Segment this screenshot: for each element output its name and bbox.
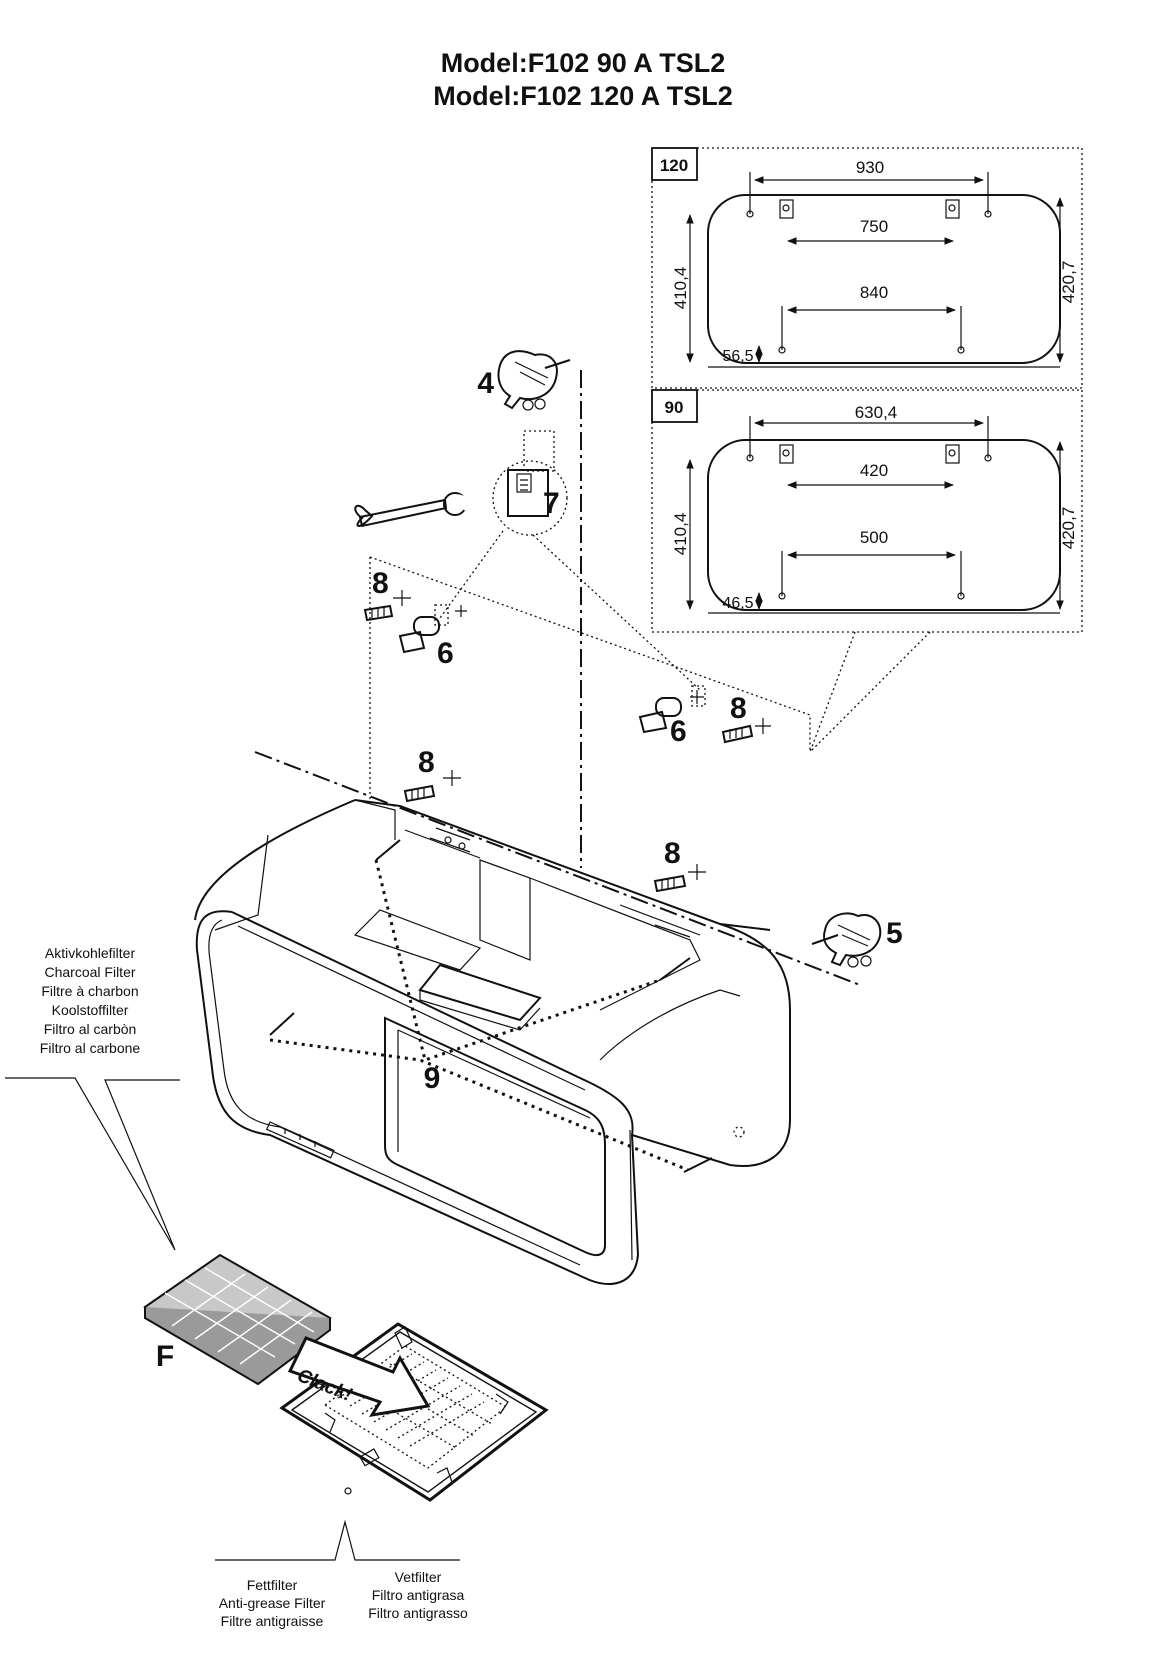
callout-7: 7 (543, 487, 560, 520)
dim-90-410-4: 410,4 (671, 513, 690, 556)
bracket-detail-7 (492, 430, 568, 536)
drill-hand-icon-5 (811, 912, 882, 968)
dim-120-750: 750 (860, 217, 888, 236)
grease-label-de: Fettfilter (247, 1577, 298, 1593)
charcoal-label-nl: Koolstoffilter (52, 1002, 129, 1018)
callout-5: 5 (886, 917, 903, 950)
dim-120-930: 930 (856, 158, 884, 177)
charcoal-label-en: Charcoal Filter (44, 964, 135, 980)
dim-120-56-5: 56,5 (722, 348, 753, 365)
grease-label-es: Filtro antigrasa (372, 1587, 465, 1603)
dim-120-420-7: 420,7 (1059, 261, 1078, 304)
dim-90-420: 420 (860, 461, 888, 480)
callout-6-left: 6 (437, 637, 454, 670)
charcoal-label-de: Aktivkohlefilter (45, 945, 136, 961)
charcoal-label-it: Filtro al carbone (40, 1040, 141, 1056)
wall-template-outline (369, 556, 811, 752)
callout-9: 9 (424, 1062, 441, 1095)
callout-8-a: 8 (372, 567, 389, 600)
template-panel-120: 120 930 750 840 410,4 420,7 56,5 (651, 147, 1083, 389)
title-model-120: Model:F102 120 A TSL2 (433, 81, 733, 111)
charcoal-filter-labels: Aktivkohlefilter Charcoal Filter Filtre … (40, 945, 141, 1056)
screw-lines-9 (269, 839, 713, 1173)
grease-leader-line (215, 1519, 460, 1561)
drill-hand-icon-4 (497, 350, 571, 411)
wall-plug-8-mid (403, 770, 461, 803)
panel-90-tag-box (651, 389, 698, 423)
panel-120-tag-box (651, 147, 698, 181)
dim-90-420-7: 420,7 (1059, 507, 1078, 550)
panel-120-tag: 120 (660, 156, 688, 175)
hood-body (194, 799, 791, 1285)
dim-90-630-4: 630,4 (855, 403, 898, 422)
callout-4: 4 (477, 367, 494, 400)
charcoal-label-es: Filtro al carbòn (44, 1021, 137, 1037)
panel-120-frame (651, 147, 1083, 389)
charcoal-leader-line (5, 1077, 180, 1251)
bracket-6-left (398, 604, 467, 654)
callout-F: F (156, 1340, 174, 1373)
charcoal-filter-pad (143, 1253, 332, 1386)
panel-90-frame (651, 389, 1083, 633)
callout-8-c: 8 (418, 746, 435, 779)
dim-120-410-4: 410,4 (671, 267, 690, 310)
grease-filter-labels: Fettfilter Anti-grease Filter Filtre ant… (219, 1569, 468, 1629)
template-panel-90: 90 630,4 420 500 410,4 420,7 46,5 (651, 389, 1083, 633)
wall-axis-line (254, 751, 861, 986)
dim-90-500: 500 (860, 528, 888, 547)
wrench-icon (354, 492, 473, 528)
grease-label-en: Anti-grease Filter (219, 1595, 326, 1611)
wall-plug-8-upper-left (363, 590, 411, 622)
callout-8-b: 8 (730, 692, 747, 725)
grease-label-fr: Filtre antigraisse (221, 1613, 324, 1629)
panel-90-tag: 90 (665, 398, 684, 417)
grease-label-nl: Vetfilter (395, 1569, 442, 1585)
charcoal-label-fr: Filtre à charbon (41, 983, 138, 999)
wall-plug-8-upper-right (721, 718, 771, 744)
dim-120-840: 840 (860, 283, 888, 302)
clack-arrow-icon (287, 1336, 431, 1418)
wall-plug-8-right (653, 864, 706, 893)
callout-6-right: 6 (670, 715, 687, 748)
title-model-90: Model:F102 90 A TSL2 (440, 48, 726, 78)
dim-90-46-5: 46,5 (722, 595, 753, 612)
bracket-6-right (638, 685, 706, 734)
grease-label-it: Filtro antigrasso (368, 1605, 468, 1621)
callout-8-d: 8 (664, 837, 681, 870)
